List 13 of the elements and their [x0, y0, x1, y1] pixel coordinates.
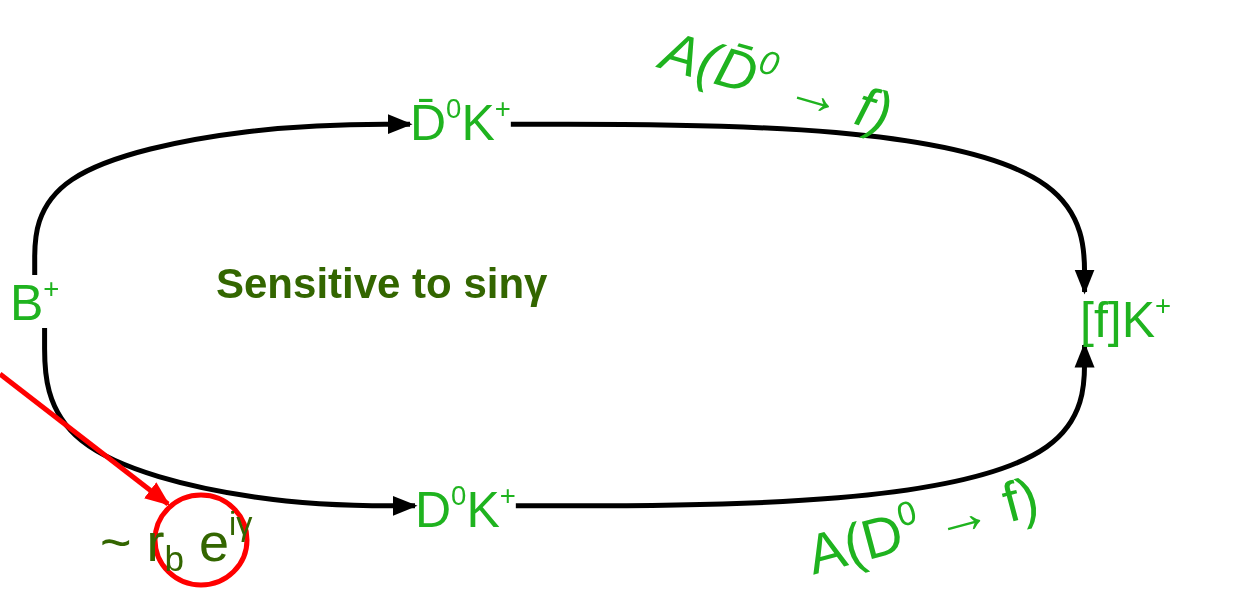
arrow [510, 121, 1095, 295]
arrow [42, 328, 418, 516]
decay-state-label: D$^{0}$K$^{+}$ [415, 482, 516, 535]
edge-label: A(D̄$^{0}$ → f) [655, 18, 900, 142]
annotation-text: Sensitive to sinγ [216, 263, 548, 305]
edge-label: A(D$^{0}$ → f) [800, 463, 1045, 584]
final-state-label: [f]K$^{+}$ [1080, 292, 1172, 345]
particle-label: B$^{+}$ [10, 275, 60, 328]
pointer-arrow [0, 372, 170, 506]
highlight-circle [152, 492, 250, 588]
arrow [32, 114, 413, 275]
arrow [515, 342, 1095, 509]
decay-state-label: D̄$^{0}$K$^{+}$ [410, 95, 511, 148]
